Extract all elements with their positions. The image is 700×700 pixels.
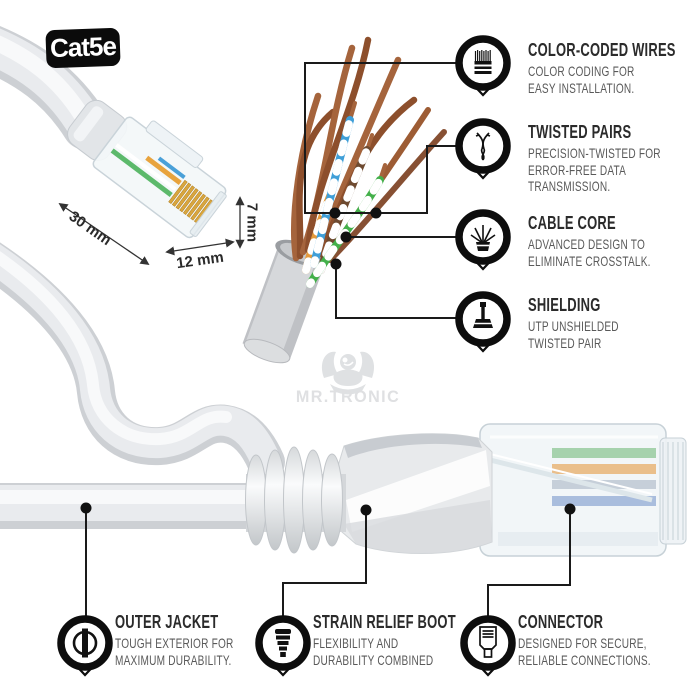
callout-cable-core: CABLE CORE ADVANCED DESIGN TO ELIMINATE …	[528, 213, 651, 269]
badge-color-coded-wires	[455, 35, 511, 107]
callout-title: OUTER JACKET	[115, 612, 219, 632]
outer-jacket-icon	[72, 628, 98, 658]
twisted-pair-wires	[291, 36, 447, 288]
dimension-height-label: 7 mm	[243, 202, 261, 243]
callout-desc-line: MAXIMUM DURABILITY.	[115, 651, 232, 668]
product-label-badge: Cat5e	[45, 27, 121, 69]
callout-desc-line: ERROR-FREE DATA	[528, 161, 627, 178]
callout-desc-line: DURABILITY COMBINED	[313, 651, 434, 668]
callout-twisted-pairs: TWISTED PAIRS PRECISION-TWISTED FOR ERRO…	[528, 122, 661, 195]
callout-title: SHIELDING	[528, 295, 601, 315]
rj45-connector-bottom	[479, 423, 687, 557]
callout-desc-line: RELIABLE CONNECTIONS.	[518, 651, 651, 668]
callout-strain-relief-boot: STRAIN RELIEF BOOT FLEXIBILITY AND DURAB…	[313, 612, 456, 668]
stripped-cable-jacket	[242, 239, 326, 364]
callout-desc-line: UTP UNSHIELDED	[528, 318, 619, 334]
callout-desc-line: ELIMINATE CROSSTALK.	[528, 252, 651, 269]
callout-shielding: SHIELDING UTP UNSHIELDED TWISTED PAIR	[528, 295, 619, 351]
badge-connector	[460, 615, 516, 687]
callout-title: STRAIN RELIEF BOOT	[313, 612, 456, 632]
rj45-connector-top	[67, 99, 227, 239]
callout-color-coded-wires: COLOR-CODED WIRES COLOR CODING FOR EASY …	[528, 40, 676, 96]
connector-icon	[479, 626, 497, 658]
callout-title: TWISTED PAIRS	[528, 122, 632, 142]
callout-outer-jacket: OUTER JACKET TOUGH EXTERIOR FOR MAXIMUM …	[115, 612, 234, 668]
callout-dots	[80, 207, 576, 516]
badge-outer-jacket	[57, 615, 113, 687]
callout-desc-line: PRECISION-TWISTED FOR	[528, 145, 661, 161]
callout-desc-line: EASY INSTALLATION.	[528, 79, 635, 96]
outer-jacket-cable-wave	[0, 242, 285, 481]
badge-cable-core	[455, 209, 511, 281]
badge-strain-relief-boot	[255, 615, 311, 687]
badge-shielding	[455, 291, 511, 363]
callout-desc-line: FLEXIBILITY AND	[313, 635, 399, 651]
callout-desc-line: TOUGH EXTERIOR FOR	[115, 635, 234, 651]
callout-desc-line: ADVANCED DESIGN TO	[528, 236, 646, 252]
twisted-pairs-icon	[475, 132, 491, 161]
cable-top-left	[0, 26, 110, 150]
brand-mascot-watermark	[321, 351, 375, 395]
dimension-arrows	[58, 196, 245, 266]
callout-desc-line: DESIGNED FOR SECURE,	[518, 635, 647, 651]
shielding-icon	[473, 302, 493, 328]
brand-watermark-text: MR.TRONIC	[295, 387, 401, 406]
cable-core-icon	[470, 225, 496, 251]
ribbed-boot	[245, 446, 346, 554]
outer-jacket-cable-straight	[0, 483, 252, 529]
callout-lines	[85, 62, 571, 617]
strain-relief-boot-icon	[275, 629, 291, 657]
gold-pins	[168, 179, 214, 224]
callout-title: CONNECTOR	[518, 612, 604, 632]
callout-connector: CONNECTOR DESIGNED FOR SECURE, RELIABLE …	[518, 612, 651, 668]
color-coded-wires-icon	[474, 50, 492, 74]
molded-boot	[337, 433, 493, 554]
callout-title: CABLE CORE	[528, 213, 616, 233]
badge-twisted-pairs	[455, 118, 511, 190]
callout-desc-line: TRANSMISSION.	[528, 178, 611, 194]
callout-desc-line: TWISTED PAIR	[528, 334, 602, 351]
callout-desc-line: COLOR CODING FOR	[528, 63, 635, 79]
callout-title: COLOR-CODED WIRES	[528, 40, 676, 60]
